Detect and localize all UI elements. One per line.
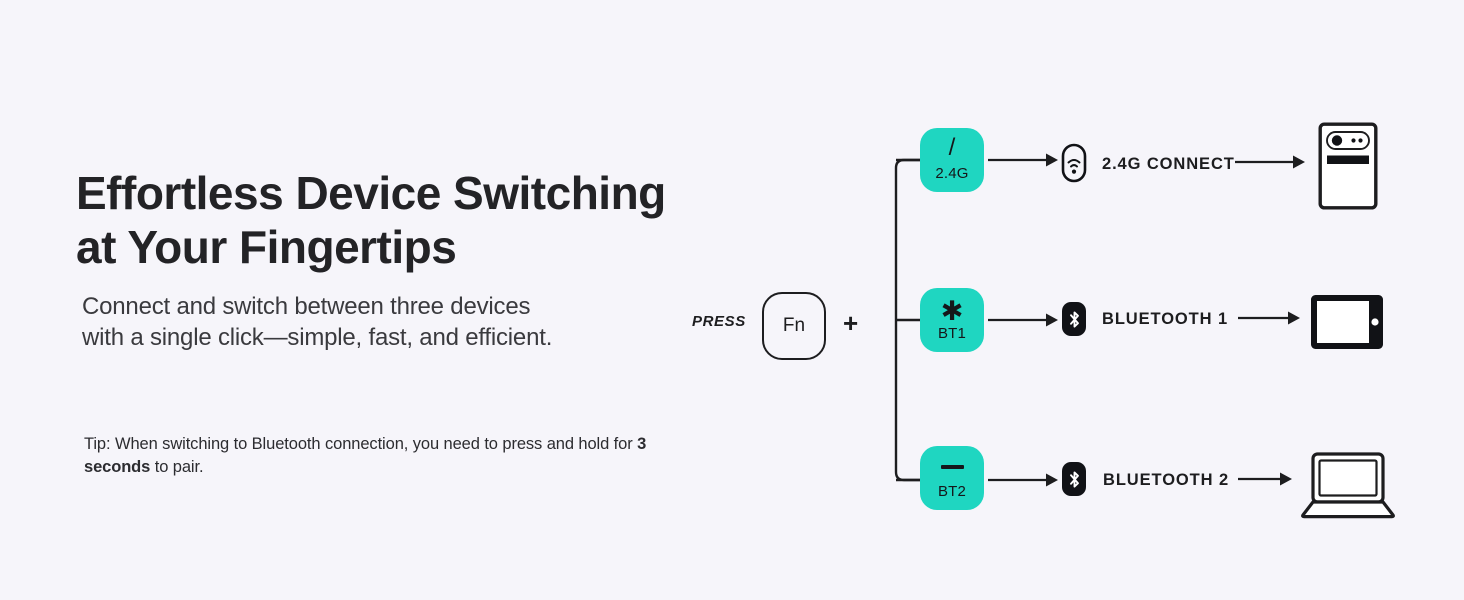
bluetooth-icon (1062, 302, 1086, 336)
key-bt2[interactable]: BT2 (920, 446, 984, 510)
connect-label-2-4g: 2.4G CONNECT (1102, 155, 1235, 173)
key-bt1-label: BT1 (937, 325, 967, 342)
press-label: PRESS (692, 313, 746, 330)
headline-line-2: at Your Fingertips (76, 221, 457, 274)
key-2-4g-label: 2.4G (935, 165, 969, 182)
asterisk-glyph: ✱ (940, 295, 964, 326)
connect-label-bluetooth-1: BLUETOOTH 1 (1102, 310, 1229, 328)
subtitle-line-2: with a single click—simple, fast, and ef… (82, 324, 553, 352)
subtitle-line-1: Connect and switch between three devices (82, 292, 531, 320)
laptop-icon (1300, 450, 1396, 520)
tip-emphasis: 3 seconds (84, 435, 647, 476)
tip-suffix: to pair. (150, 457, 204, 476)
desktop-tower-icon (1318, 122, 1378, 210)
page-title: Effortless Device Switching at Your Fing… (76, 166, 686, 275)
subtitle: Connect and switch between three devices… (82, 291, 686, 354)
key-bt2-label: BT2 (937, 483, 967, 500)
key-2-4g[interactable]: / 2.4G (920, 128, 984, 192)
fn-key[interactable]: Fn (762, 292, 826, 360)
copy-block: Effortless Device Switching at Your Fing… (76, 166, 686, 354)
plus-symbol: + (843, 308, 859, 338)
tip-prefix: Tip: When switching to Bluetooth connect… (84, 435, 638, 453)
branch-connector (880, 120, 1440, 540)
slash-glyph: / (948, 134, 956, 161)
key-bt1[interactable]: ✱ BT1 (920, 288, 984, 352)
connect-label-bluetooth-2: BLUETOOTH 2 (1103, 471, 1230, 489)
tablet-icon (1310, 294, 1384, 350)
bluetooth-icon-2 (1062, 462, 1086, 496)
usb-dongle-wifi-icon (1061, 143, 1087, 183)
fn-key-label: Fn (782, 315, 806, 336)
dash-glyph (941, 457, 964, 477)
tip-text: Tip: When switching to Bluetooth connect… (84, 433, 684, 479)
headline-line-1: Effortless Device Switching (76, 167, 666, 219)
